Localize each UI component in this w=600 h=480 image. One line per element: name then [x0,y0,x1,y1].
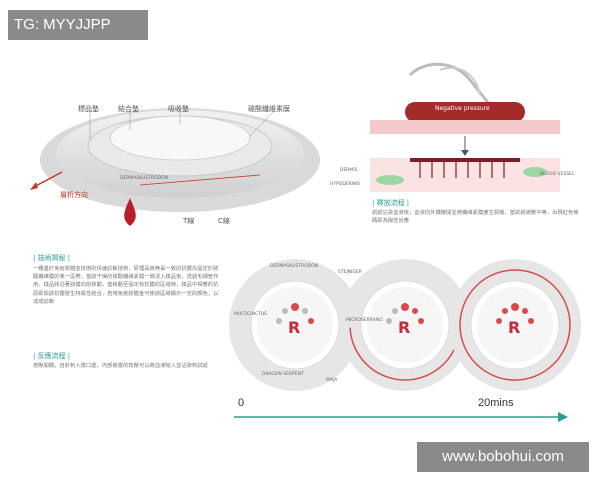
device-stage-2 [339,259,471,391]
skin-surface-layer [370,120,560,134]
timeline-end-label: 20mins [478,397,514,409]
tech-section-text: 一種基於免疫膠體金技術的快速診斷技術，原理是將無毒一致的抗體先固定於硫酸纖維膜的… [33,266,219,305]
patch-label-3: 吸收墊 [168,105,189,113]
direction-label: 層析方向 [60,191,88,199]
vessel-label: BLOOD VESSEL [540,172,575,177]
ring-label-4: MAJA [326,378,338,383]
patch-red-line [139,174,261,186]
bottom-watermark-tag: www.bobohui.com [417,442,589,472]
release-section-text: 試紙沾染血液後，血液向外擴散開並使纖維素膜產生裂痕，當試紙被壓平等，出現紅色條碼… [372,210,579,225]
reaction-section-text: 按壓開關，自針刺入傷口處，內部裝置的負壓可以將血液吸入並沾染到試紙 [33,363,208,369]
direction-arrow-head [30,182,38,190]
t-line-label: T線 [183,217,195,225]
patch-ring-text: DERMASKUSTRODON [120,176,169,181]
release-section-title: | 釋放流程 | [372,199,410,207]
patch-diagram [30,108,320,226]
patch-label-2: 結合墊 [118,105,139,113]
needle-bar [410,158,520,162]
top-watermark-tag: TG: MYYJJPP [8,10,148,40]
ring-label-2: STEJNIGER [338,270,362,275]
finger-outline [408,62,492,106]
device-stages [229,259,581,391]
leader-line-4 [249,109,276,137]
timeline-arrow [234,412,568,422]
timeline-start-label: 0 [238,397,245,409]
patch-label-1: 標品墊 [78,105,99,113]
ring-label-1: DERMASKUSTRODON [270,264,319,269]
reaction-section-title: | 反應流程 | [33,352,71,360]
vessel-blob-right [523,167,547,177]
negative-pressure-cup [405,102,525,122]
device-logo-3: R [508,318,521,337]
ring-label-5: DRAGON SERPENT [262,372,304,377]
device-logo-1: R [288,318,301,337]
device-stage-3 [449,259,581,391]
patch-label-4: 硫酸纖維素膜 [248,105,290,113]
device-logo-2: R [398,318,411,337]
ring-label-3: MICROSERRANO [346,318,383,323]
device-stage-1 [229,259,361,391]
tech-section-title: | 技術揭秘 | [33,254,71,262]
skin-diagram [370,62,560,192]
ring-label-6: MULTICINCTUS [234,312,268,317]
dermis-label: DERMIS [340,168,358,173]
negative-pressure-label: Negative pressure [435,105,490,112]
blood-drop-icon [124,198,136,226]
c-line-label: C線 [218,217,230,225]
vessel-blob-left [376,175,404,185]
hypodermis-label: HYPODERMIS [330,182,360,187]
